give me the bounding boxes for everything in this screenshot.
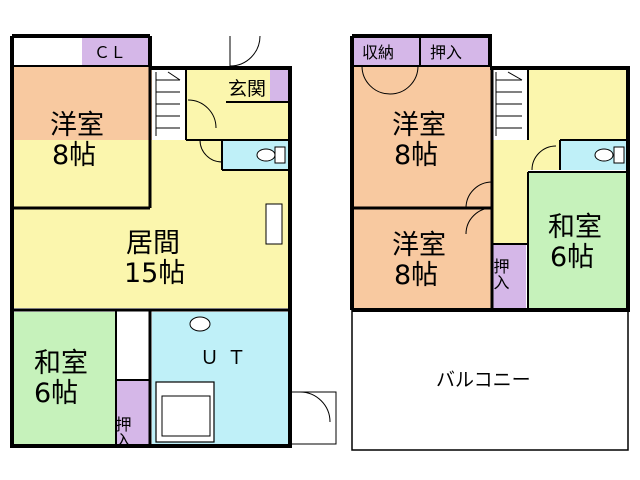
entrance-label-1f: 玄関 (228, 78, 266, 100)
stairs-2f (495, 71, 523, 136)
japanese-room-size-1f: 6帖 (34, 378, 78, 409)
bathtub-1f (161, 395, 211, 437)
living-room-name-1f: 居間 (126, 228, 180, 259)
western-room2-size-2f: 8帖 (394, 260, 438, 291)
japanese-room-size-2f: 6帖 (550, 242, 594, 273)
closet-label-2f: 押入 (430, 43, 462, 62)
western-room2-name-2f: 洋室 (392, 230, 446, 261)
closet-1f (82, 38, 148, 66)
japanese-room-name-2f: 和室 (548, 212, 602, 243)
entrance-1f (226, 68, 270, 102)
balcony-label-2f: バルコニー (436, 369, 531, 391)
western-room2-2f (352, 208, 492, 310)
storage-2f (352, 36, 420, 66)
cl-blank-area (12, 38, 82, 66)
hallway-strip-1f (116, 312, 150, 380)
walls-1f (10, 34, 292, 448)
doors-1f (187, 35, 331, 423)
floor-2: 収納 押入 洋室 8帖 洋室 8帖 和室 6帖 押入 バルコニー (350, 34, 630, 451)
toilet-icon (256, 146, 286, 164)
hall-2f (528, 68, 628, 140)
japanese-room-1f (12, 312, 116, 444)
living-room-size-1f: 15帖 (124, 258, 185, 289)
japanese-room-2f (528, 172, 628, 310)
western-room-size-1f: 8帖 (52, 140, 96, 171)
closet-2f (420, 36, 490, 66)
western-room1-name-2f: 洋室 (392, 110, 446, 141)
stairs-1f (155, 71, 181, 136)
toilet-icon-2f (594, 146, 625, 164)
utility-label-1f: ＵＴ (200, 347, 254, 369)
storage-label-1f: 押入 (113, 416, 132, 448)
doors-2f (361, 65, 557, 235)
storage-1f (116, 380, 150, 444)
storage-label-2f: 収納 (362, 43, 394, 62)
storage-small-2f (492, 244, 526, 310)
balcony-2f (352, 310, 628, 450)
storage-small-label-2f: 押入 (491, 258, 510, 290)
entrance-tag-1f (270, 68, 290, 102)
western-room1-size-2f: 8帖 (394, 140, 438, 171)
kitchen-counter-1f (265, 203, 283, 245)
walls-2f (350, 34, 630, 451)
closet-label-1f: ＣＬ (94, 43, 126, 62)
floor-1: ＣＬ 洋室 8帖 玄関 居間 15帖 和室 6帖 押入 ＵＴ (10, 34, 337, 448)
sink-icon (189, 316, 211, 332)
outdoor-step-1f (289, 391, 337, 445)
western-room-name-1f: 洋室 (50, 110, 104, 141)
landing-2f (528, 140, 560, 170)
japanese-room-name-1f: 和室 (34, 348, 88, 379)
corridor-2f (492, 140, 528, 244)
